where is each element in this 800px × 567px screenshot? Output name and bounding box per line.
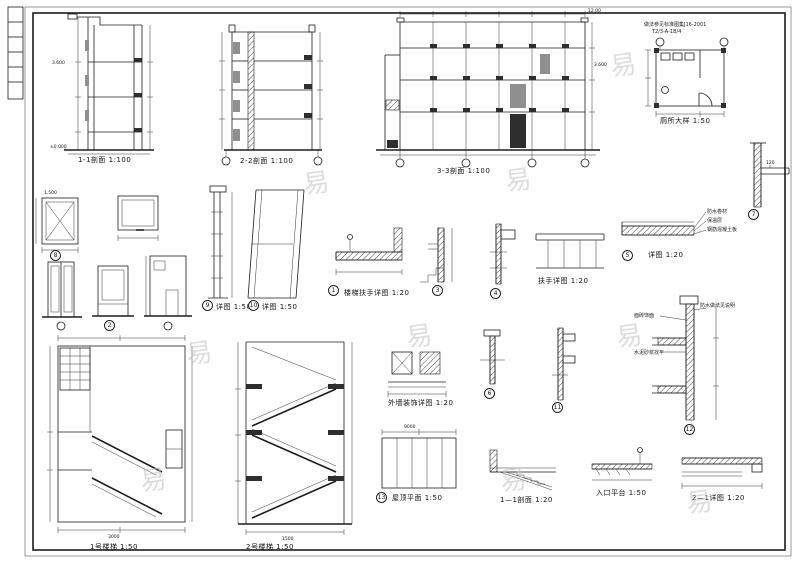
label-railing-detail: 扶手详图 1:20 [538,277,589,285]
section-2-2 [219,24,323,166]
shaft-detail [208,185,233,299]
label-platform: 入口平台 1:50 [596,489,647,497]
label-detail-2-1: 2—1详图 1:20 [692,494,745,502]
svg-text:3.600: 3.600 [52,60,65,66]
eave-note-1: 防水卷材 [707,209,728,215]
detail-bubble-5: 5 [622,250,633,261]
label-stair-1: 1号楼梯 1:50 [90,543,138,551]
wall-detail-4 [490,223,516,285]
svg-text:12.00: 12.00 [588,8,601,14]
door-elevation-1 [42,261,82,331]
door-elevation-2 [92,265,134,317]
wall-detail-6 [480,329,505,385]
section-3-3: 12.00 3.600 [376,8,607,168]
section-1-1-small [489,449,556,491]
label-section-1-1-small: 1—1剖面 1:20 [500,496,553,504]
window-detail: 1,500 [35,190,79,253]
detail-bubble-2: 2 [104,320,115,331]
svg-text:±0.000: ±0.000 [50,144,67,150]
label-section-1-1: 1-1剖面 1:100 [78,156,132,164]
svg-text:3000: 3000 [108,534,120,540]
detail-bubble-13: 13 [376,492,387,503]
railing-detail [535,233,605,269]
toilet-note-2: T2/3-A-1B/4 [652,29,682,35]
parapet-detail: 120 [750,142,790,208]
door-elevation-3 [144,255,192,331]
handrail-detail [335,227,403,275]
label-toilet-detail: 厕所大样 1:50 [660,117,711,125]
detail-bubble-3: 3 [432,285,443,296]
label-handrail-detail: 楼梯扶手详图 1:20 [344,289,410,297]
column-detail-11 [552,327,576,401]
svg-text:3.600: 3.600 [594,62,607,68]
label-facade-detail: 外墙装饰详图 1:20 [388,399,454,407]
wall-section-12 [652,295,719,421]
toilet-note-1: 做法参见标准图集J16-2001 [644,22,707,28]
section-1-1: 3.600 ±0.000 [50,13,154,155]
ramp-detail [247,189,305,299]
label-detail-9: 详图 1:50 [216,303,252,311]
svg-text:1,500: 1,500 [44,190,57,196]
detail-bubble-10: 10 [248,300,259,311]
detail-2-1 [681,457,763,489]
wall-detail-3 [420,227,453,283]
label-detail-10: 详图 1:50 [262,303,298,311]
label-section-3-3: 3-3剖面 1:100 [437,167,491,175]
label-stair-2: 2号楼梯 1:50 [246,543,294,551]
eave-note-3: 钢筋混凝土板 [707,227,738,233]
label-section-2-2: 2-2剖面 1:100 [240,157,294,165]
detail-bubble-9: 9 [202,300,213,311]
stair-plan-1: 3000 [47,335,193,540]
detail-bubble-6: 6 [484,388,495,399]
wall12-note-1: 面砖饰面 [634,313,655,319]
detail-bubble-11: 11 [552,402,563,413]
label-roof-plan: 屋顶平面 1:50 [392,494,443,502]
svg-text:9000: 9000 [404,424,416,430]
wall12-note-3: 防水做法见说明 [700,303,736,309]
sheet-frame [7,6,792,557]
svg-text:1500: 1500 [282,536,294,542]
wall12-note-2: 水泥砂浆找平 [634,350,665,356]
stair-section-2: 1500 [235,341,353,542]
detail-bubble-7: 7 [748,209,759,220]
platform-detail [591,447,653,481]
eave-detail [621,211,707,236]
label-eave-detail: 详图 1:20 [648,251,684,259]
roof-plan-13: 9000 [381,424,457,489]
detail-bubble-8: 8 [50,250,61,261]
detail-bubble-12: 12 [684,424,695,435]
detail-bubble-1: 1 [328,285,339,296]
toilet-plan [645,37,729,117]
svg-text:120: 120 [766,160,775,166]
detail-bubble-4: 4 [490,288,501,299]
eave-note-2: 保温层 [707,218,723,224]
facade-trim-detail [387,351,447,397]
room-plan-detail [117,195,159,241]
